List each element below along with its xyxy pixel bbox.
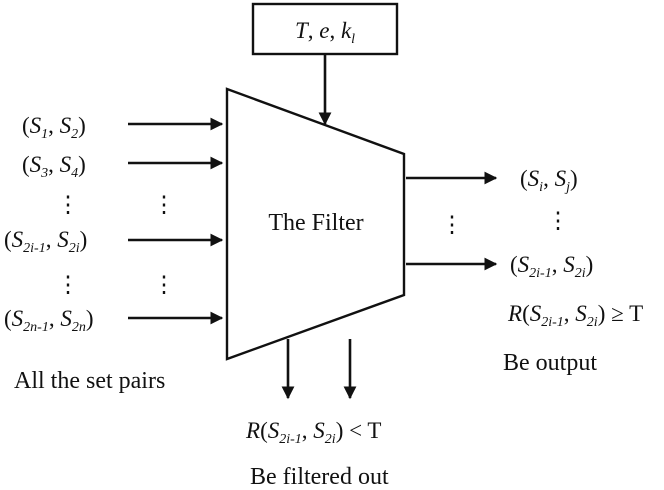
input-pair-2: (S3, S4) xyxy=(22,152,86,181)
filtered-condition: R(S2i-1, S2i) < T xyxy=(245,418,381,447)
filtered-caption: Be filtered out xyxy=(250,464,389,490)
inputs-caption: All the set pairs xyxy=(14,368,165,394)
output-pair-2: (S2i-1, S2i) xyxy=(510,252,593,281)
input-ellipsis-left-1: ⋮ xyxy=(57,192,80,217)
output-caption: Be output xyxy=(503,350,597,376)
output-pair-1: (Si, Sj) xyxy=(520,166,578,195)
input-pair-4: (S2n-1, S2n) xyxy=(4,306,94,335)
output-ellipsis-right: ⋮ xyxy=(547,208,570,233)
input-ellipsis-right-2: ⋮ xyxy=(153,272,176,297)
output-condition: R(S2i-1, S2i) ≥ T xyxy=(507,301,643,330)
params-label: T, e, kl xyxy=(295,18,355,47)
input-ellipsis-right-1: ⋮ xyxy=(153,192,176,217)
input-pair-1: (S1, S2) xyxy=(22,113,86,142)
filter-shape xyxy=(225,87,406,361)
filter-label: The Filter xyxy=(268,210,363,236)
output-ellipsis-left: ⋮ xyxy=(441,212,464,237)
input-pair-3: (S2i-1, S2i) xyxy=(4,227,87,256)
input-ellipsis-left-2: ⋮ xyxy=(57,272,80,297)
